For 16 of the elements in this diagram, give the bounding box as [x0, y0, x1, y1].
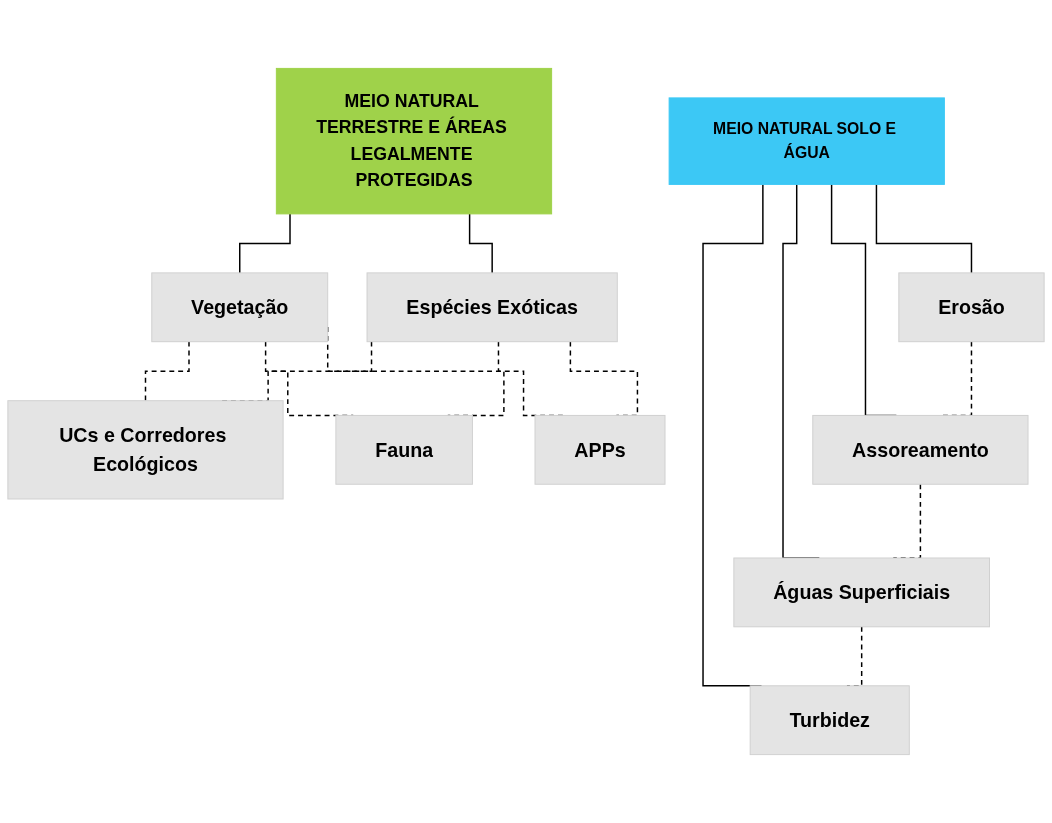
node-box: Erosão — [898, 272, 1045, 343]
node-box: Turbidez — [749, 685, 910, 756]
node-box: MEIO NATURAL SOLO E ÁGUA — [668, 97, 945, 185]
node-box: UCs e Corredores Ecológicos — [7, 400, 284, 500]
node-box: Águas Superficiais — [733, 557, 990, 628]
connector — [702, 183, 764, 687]
connector — [144, 340, 190, 402]
node-box: APPs — [534, 414, 666, 485]
connector — [468, 213, 493, 274]
connector — [239, 213, 291, 274]
node-box: MEIO NATURAL TERRESTRE E ÁREAS LEGALMENTE PROTEGIDAS — [275, 67, 553, 215]
node-box: Vegetação — [151, 272, 329, 343]
connector — [875, 183, 973, 274]
node-box: Assoreamento — [812, 414, 1029, 485]
node-box: Fauna — [335, 414, 473, 485]
node-box: Espécies Exóticas — [366, 272, 618, 343]
